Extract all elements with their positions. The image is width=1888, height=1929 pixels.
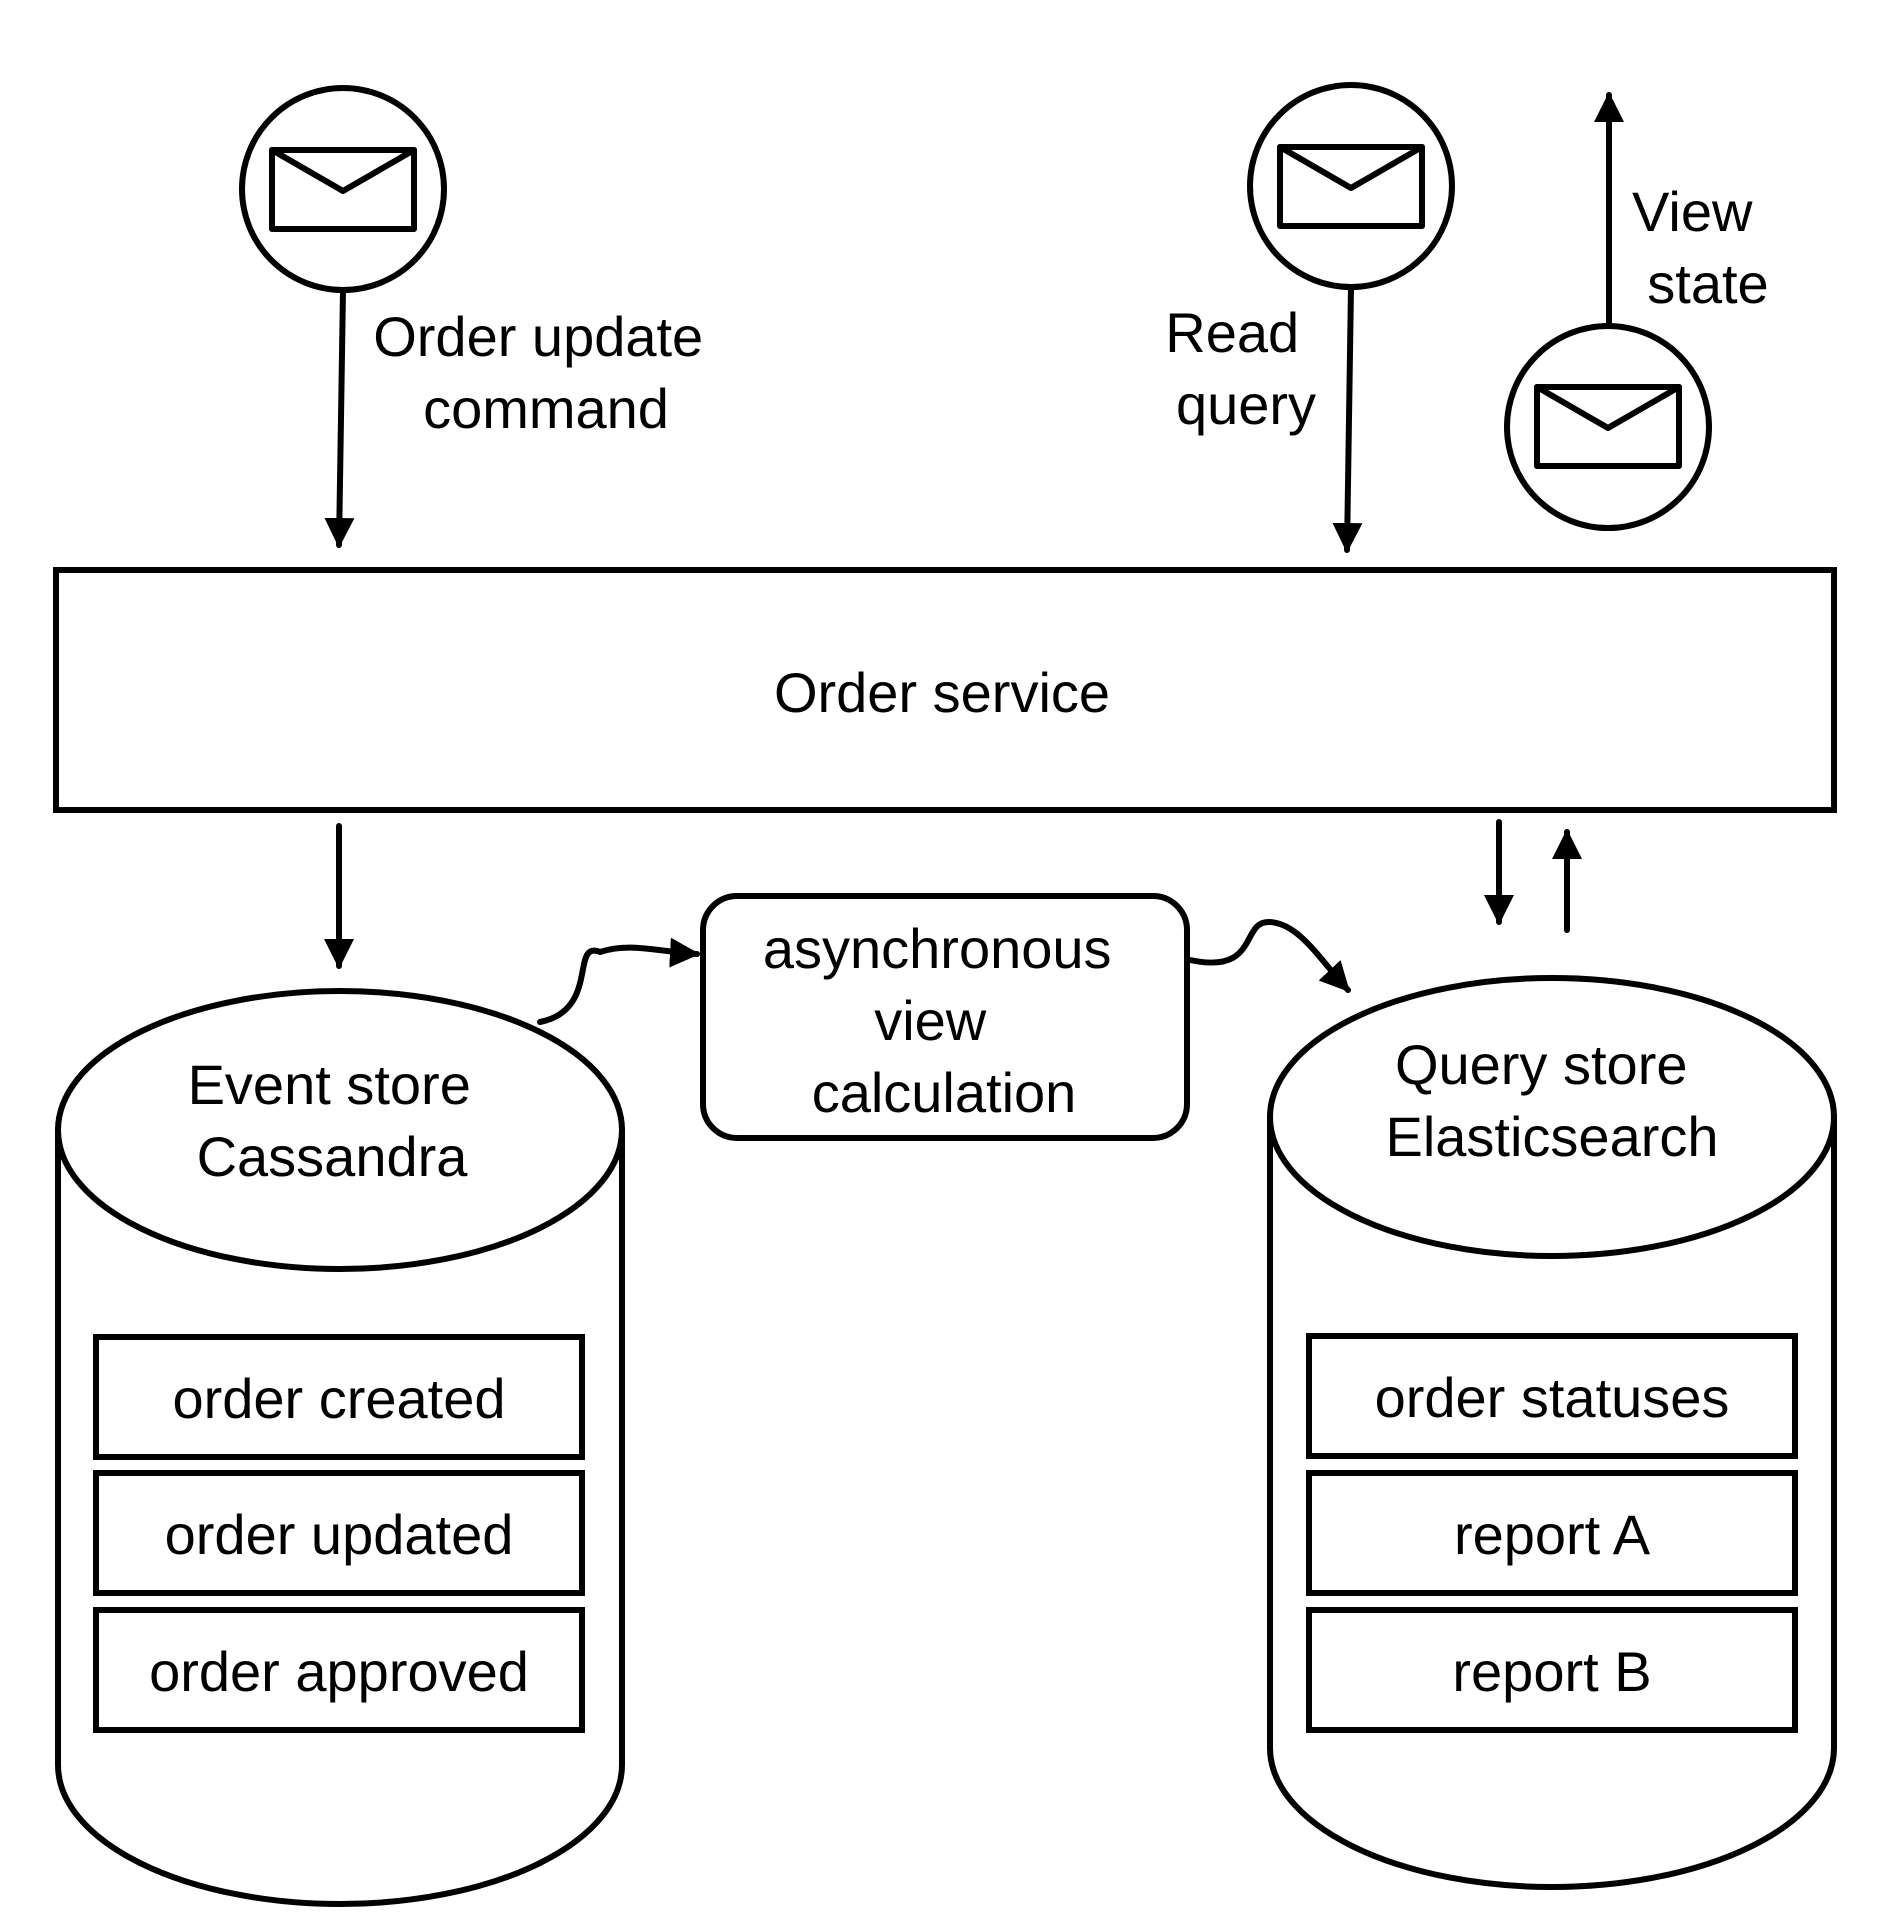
event-store-row: order updated: [93, 1470, 585, 1596]
view-state-message: [1504, 323, 1712, 531]
query-store-title: Query store Elasticsearch: [1385, 1033, 1718, 1168]
event-store-title: Event store Cassandra: [188, 1053, 487, 1188]
envelope-icon: [269, 147, 417, 232]
arrow-async-to-query-store: [1187, 919, 1351, 993]
order-service-label: Order service: [774, 661, 1110, 724]
query-store-row: report B: [1306, 1607, 1798, 1733]
order-update-message: [239, 85, 447, 293]
envelope-icon: [1534, 384, 1682, 469]
arrow-event-store-to-async: [537, 937, 700, 1025]
order-update-command-label: Order update command: [373, 305, 719, 440]
svg-text:order created: order created: [172, 1367, 505, 1430]
read-query-message: [1247, 82, 1455, 290]
svg-text:order approved: order approved: [149, 1640, 529, 1703]
arrow-command-to-service: [324, 287, 355, 548]
view-state-label: View state: [1632, 180, 1769, 315]
event-store-row: order created: [93, 1334, 585, 1460]
async-view-calculation-box: asynchronous view calculation: [700, 893, 1190, 1141]
svg-text:report B: report B: [1452, 1640, 1651, 1703]
async-view-calculation-label: asynchronous view calculation: [763, 917, 1127, 1124]
query-store-row: report A: [1306, 1470, 1798, 1596]
svg-text:order updated: order updated: [165, 1503, 514, 1566]
query-store-row: order statuses: [1306, 1333, 1798, 1459]
read-query-label: Read query: [1165, 301, 1316, 436]
query-store-cylinder: Query store Elasticsearch order statuses…: [1267, 975, 1837, 1890]
event-store-row: order approved: [93, 1607, 585, 1733]
svg-text:report A: report A: [1454, 1503, 1651, 1566]
arrow-query-to-service: [1332, 284, 1363, 553]
event-store-cylinder: Event store Cassandra order created orde…: [55, 988, 625, 1907]
svg-text:order statuses: order statuses: [1375, 1366, 1730, 1429]
order-service-box: Order service: [53, 567, 1837, 813]
envelope-icon: [1277, 144, 1425, 229]
